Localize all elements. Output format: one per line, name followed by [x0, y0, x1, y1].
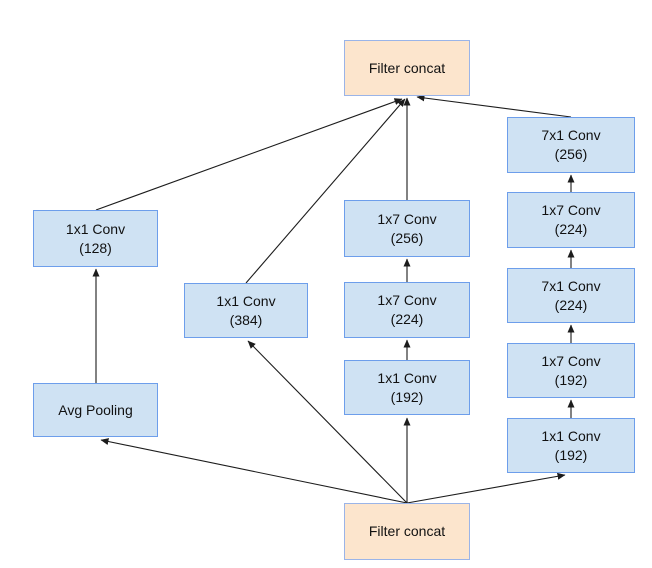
- node-label: 1x1 Conv: [377, 369, 437, 386]
- node-size: (224): [390, 311, 424, 327]
- node-label: 1x7 Conv: [377, 210, 437, 227]
- node-1x7-conv-224: 1x7 Conv (224): [344, 282, 470, 338]
- node-avg-pooling: Avg Pooling: [33, 383, 158, 437]
- node-label: 1x7 Conv: [541, 352, 601, 369]
- node-label: Filter concat: [368, 523, 446, 539]
- node-size: (256): [554, 146, 588, 162]
- node-label: 7x1 Conv: [541, 277, 601, 294]
- node-size: (224): [554, 296, 588, 313]
- node-label: Avg Pooling: [58, 401, 133, 418]
- node-label: 1x1 Conv: [216, 292, 276, 309]
- node-label: 7x1 Conv: [541, 127, 601, 143]
- node-label: 1x7 Conv: [377, 292, 437, 308]
- node-filter-concat-top: Filter concat: [344, 40, 470, 96]
- node-7x1-conv-256: 7x1 Conv (256): [507, 117, 635, 173]
- node-label: 1x7 Conv: [541, 202, 601, 218]
- node-size: (224): [554, 221, 588, 237]
- edge-concat-bot-to-r192: [406, 472, 566, 504]
- edge-r256-to-concat-top: [416, 94, 572, 118]
- node-7x1-conv-224: 7x1 Conv (224): [507, 268, 635, 323]
- node-size: (256): [390, 229, 424, 246]
- node-1x1-conv-384: 1x1 Conv (384): [184, 283, 308, 338]
- node-1x7-conv-192: 1x7 Conv (192): [507, 343, 635, 398]
- node-1x7-conv-256: 1x7 Conv (256): [344, 200, 470, 257]
- node-size: (384): [229, 311, 263, 328]
- node-label: Filter concat: [368, 59, 446, 76]
- edge-concat-bot-to-avgpool: [100, 438, 408, 504]
- node-1x1-conv-192-right: 1x1 Conv (192): [507, 418, 635, 473]
- node-label: 1x1 Conv: [541, 427, 601, 444]
- node-1x7-conv-224-right: 1x7 Conv (224): [507, 192, 635, 248]
- node-size: (128): [79, 239, 112, 256]
- node-size: (192): [554, 446, 588, 463]
- node-filter-concat-bottom: Filter concat: [344, 503, 470, 560]
- node-1x1-conv-192-mid: 1x1 Conv (192): [344, 360, 470, 415]
- node-size: (192): [554, 371, 588, 388]
- node-size: (192): [390, 388, 424, 405]
- edge-conv128-to-concat-top: [95, 98, 403, 211]
- node-label: 1x1 Conv: [65, 220, 126, 237]
- node-1x1-conv-128: 1x1 Conv (128): [33, 210, 158, 267]
